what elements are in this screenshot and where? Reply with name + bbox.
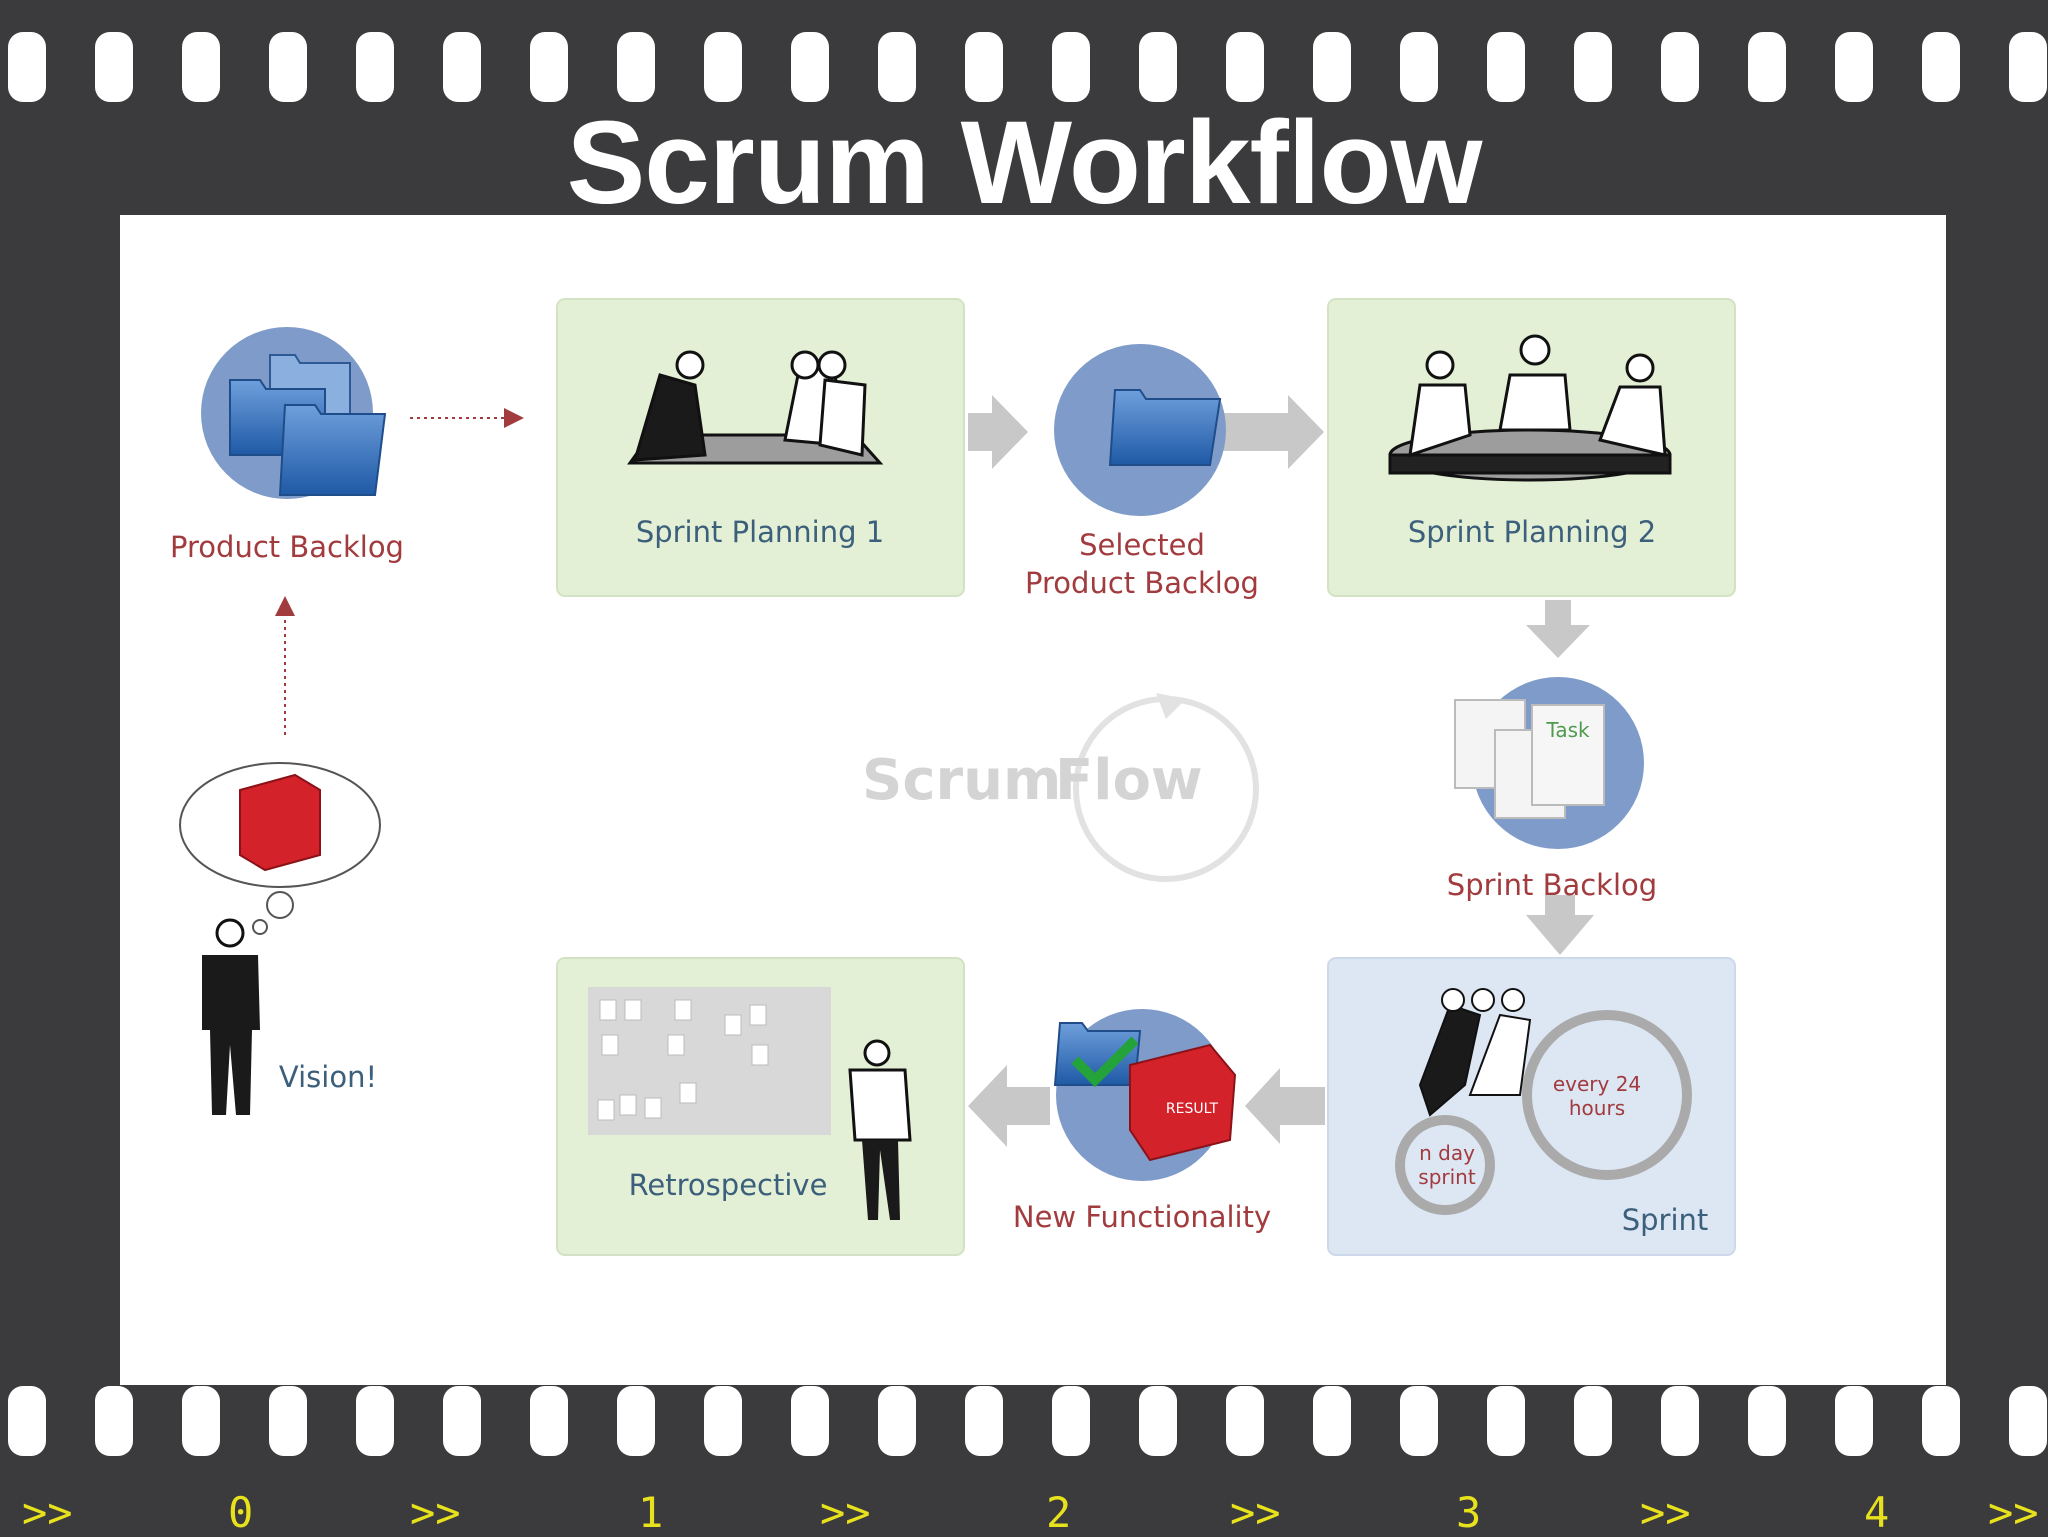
sprocket-hole (1052, 1386, 1090, 1456)
sprocket-hole (356, 32, 394, 102)
sprocket-hole (878, 1386, 916, 1456)
sprocket-hole (1400, 1386, 1438, 1456)
sprocket-hole (1574, 1386, 1612, 1456)
n-day-sprint-label-2: sprint (1418, 1165, 1476, 1189)
sprocket-hole (8, 32, 46, 102)
sprint-label: Sprint (1621, 1203, 1709, 1237)
scrum-flow-diagram (179, 298, 1736, 1256)
sprocket-hole (1835, 32, 1873, 102)
ruler-marker: >> (1640, 1488, 1691, 1537)
sprocket-hole (1313, 32, 1351, 102)
sprocket-hole (95, 32, 133, 102)
selected-backlog-label-2: Product Backlog (1025, 566, 1259, 600)
arrow-sprintbacklog-to-sprint (1526, 895, 1594, 955)
sprocket-hole (965, 1386, 1003, 1456)
sprocket-hole (530, 1386, 568, 1456)
sprocket-hole (2009, 1386, 2047, 1456)
retrospective-board-icon (588, 987, 912, 1220)
ruler-marker: >> (820, 1488, 871, 1537)
flow-arrows (968, 395, 1594, 1147)
sprocket-hole (1922, 32, 1960, 102)
vision-label: Vision! (278, 1060, 378, 1094)
arrow-planning2-to-sprintbacklog (1526, 600, 1590, 658)
sprocket-hole (182, 1386, 220, 1456)
sprocket-hole (791, 32, 829, 102)
arrow-planning1-to-selected (968, 395, 1028, 469)
selected-backlog-icon (1054, 344, 1226, 516)
sprocket-hole (878, 32, 916, 102)
sprint-planning-1-label: Sprint Planning 1 (635, 515, 885, 549)
sprocket-hole (8, 1386, 46, 1456)
ruler-number: 4 (1864, 1488, 1890, 1537)
sprocket-hole (1139, 1386, 1177, 1456)
sprint-cycle-icon (1395, 1010, 1692, 1215)
vision-icon (179, 762, 381, 1115)
sprocket-hole (1052, 32, 1090, 102)
ruler-marker: >> (410, 1488, 461, 1537)
sprocket-hole (443, 1386, 481, 1456)
sprint-planning-1-people-icon (627, 350, 884, 465)
sprocket-hole (1487, 32, 1525, 102)
new-functionality-icon (1053, 1009, 1237, 1181)
sprocket-hole (95, 1386, 133, 1456)
sprocket-hole (617, 32, 655, 102)
product-backlog-icon (201, 327, 387, 499)
diagram-panel: Product Backlog Sprint Planning 1 Select… (120, 215, 1946, 1385)
every-24-hours-label-2: hours (1568, 1096, 1626, 1120)
selected-backlog-label-1: Selected (1079, 528, 1205, 562)
sprocket-hole (530, 32, 568, 102)
ruler-marker: >> (1230, 1488, 1281, 1537)
sprocket-hole (269, 32, 307, 102)
sprocket-hole (1400, 32, 1438, 102)
sprocket-hole (1922, 1386, 1960, 1456)
sprocket-hole (2009, 32, 2047, 102)
sprocket-hole (1748, 32, 1786, 102)
ruler-number: 3 (1456, 1488, 1482, 1537)
sprocket-hole (1226, 1386, 1264, 1456)
sprocket-hole (1226, 32, 1264, 102)
film-sprockets-bottom (0, 1386, 2048, 1456)
sprocket-hole (791, 1386, 829, 1456)
watermark-scrum-text: Scrum (862, 748, 1062, 813)
ruler-marker: >> (1988, 1488, 2039, 1537)
sprint-backlog-icon (1454, 677, 1644, 849)
sprocket-hole (1835, 1386, 1873, 1456)
sprocket-hole (1487, 1386, 1525, 1456)
film-sprockets-top (0, 32, 2048, 102)
ruler-number: 2 (1046, 1488, 1072, 1537)
product-backlog-label: Product Backlog (170, 530, 404, 564)
sprint-backlog-label: Sprint Backlog (1446, 868, 1658, 902)
retrospective-label: Retrospective (628, 1168, 828, 1202)
result-label: RESULT (1165, 1101, 1219, 1117)
sprocket-hole (1661, 1386, 1699, 1456)
sprocket-hole (965, 32, 1003, 102)
sprocket-hole (356, 1386, 394, 1456)
sprocket-hole (1574, 32, 1612, 102)
timeline-ruler: >> 0 >> 1 >> 2 >> 3 >> 4 >> (0, 1488, 2048, 1537)
n-day-sprint-label-1: n day (1419, 1141, 1475, 1165)
every-24-hours-label-1: every 24 (1552, 1072, 1642, 1096)
sprocket-hole (443, 32, 481, 102)
new-functionality-label: New Functionality (1012, 1200, 1272, 1234)
sprocket-hole (1139, 32, 1177, 102)
sprocket-hole (704, 32, 742, 102)
sprocket-hole (269, 1386, 307, 1456)
arrow-newfunc-to-retro (968, 1065, 1050, 1147)
ruler-marker: >> (22, 1488, 73, 1537)
task-label: Task (1546, 718, 1590, 742)
sprint-planning-2-label: Sprint Planning 2 (1407, 515, 1657, 549)
watermark-flow-text: Flow (1055, 748, 1203, 813)
sprocket-hole (182, 32, 220, 102)
sprocket-hole (1661, 32, 1699, 102)
sprocket-hole (617, 1386, 655, 1456)
ruler-number: 0 (228, 1488, 254, 1537)
arrow-sprint-to-newfunc (1245, 1068, 1325, 1144)
sprocket-hole (1313, 1386, 1351, 1456)
sprocket-hole (1748, 1386, 1786, 1456)
sprocket-hole (704, 1386, 742, 1456)
ruler-number: 1 (638, 1488, 664, 1537)
sprint-planning-2-people-icon (1388, 334, 1672, 482)
slide-title: Scrum Workflow (566, 97, 1483, 229)
arrow-selected-to-planning2 (1220, 395, 1324, 469)
